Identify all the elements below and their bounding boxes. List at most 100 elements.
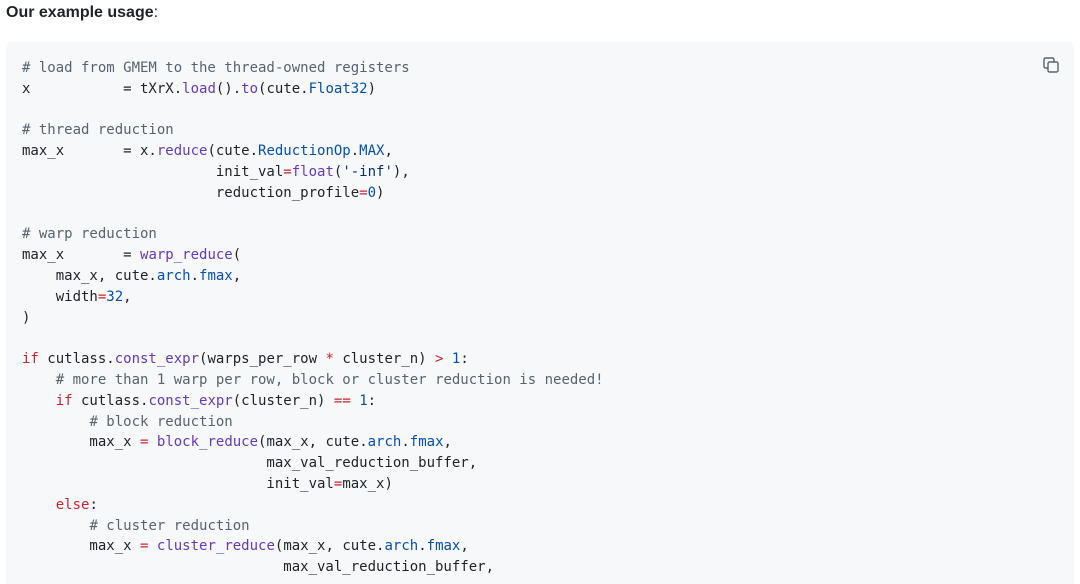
code-token: > — [435, 351, 444, 368]
code-token: , — [443, 434, 452, 451]
code-token: = — [359, 184, 368, 201]
code-token: const_expr — [148, 392, 233, 409]
code-token: fmax — [199, 267, 233, 284]
code-line: max_val_reduction_buffer, — [22, 453, 604, 474]
code-token: float — [291, 163, 334, 180]
code-token: (cute. — [207, 143, 259, 160]
code-line: max_x = warp_reduce( — [22, 245, 604, 266]
code-token: ( — [333, 163, 343, 180]
code-token — [22, 372, 56, 388]
heading-colon: : — [153, 4, 159, 21]
code-token: == — [333, 392, 351, 409]
code-token: arch — [367, 434, 402, 451]
code-token: init_val — [22, 163, 284, 180]
code-token: max_x, cute. — [22, 267, 157, 284]
code-line — [22, 204, 604, 225]
code-token: fmax — [426, 538, 461, 555]
code-line: max_x = block_reduce(max_x, cute.arch.fm… — [22, 432, 604, 453]
code-token: if — [55, 392, 73, 409]
code-token: (max_x, cute. — [274, 538, 385, 555]
code-line: if cutlass.const_expr(warps_per_row * cl… — [22, 349, 604, 370]
code-token: max_x) — [342, 475, 393, 492]
code-token: = — [333, 475, 343, 492]
code-token: ) — [22, 309, 31, 326]
code-line: # warp reduction — [22, 224, 604, 245]
code-token: block_reduce — [156, 434, 259, 451]
code-token: max_x — [22, 538, 141, 555]
code-line: # block reduction — [22, 412, 604, 433]
code-token: max_x = — [22, 247, 141, 264]
code-token: ), — [392, 163, 410, 180]
code-line: x = tXrX.load().to(cute.Float32) — [22, 79, 604, 100]
code-token: . — [418, 538, 427, 555]
code-token: # warp reduction — [22, 226, 157, 243]
code-token — [148, 538, 156, 554]
code-token — [22, 393, 56, 409]
code-token: . — [401, 434, 410, 451]
code-token: '-inf' — [342, 163, 393, 180]
code-token: (warps_per_row — [199, 351, 326, 368]
code-token: . — [350, 143, 360, 160]
code-line: max_x = x.reduce(cute.ReductionOp.MAX, — [22, 141, 604, 162]
code-token: * — [325, 351, 334, 368]
code-token — [351, 393, 359, 409]
code-token: cutlass. — [72, 392, 149, 409]
code-token: # load from GMEM to the thread-owned reg… — [22, 60, 410, 76]
code-token: ) — [367, 80, 377, 97]
code-token: arch — [384, 538, 419, 555]
code-block: # load from GMEM to the thread-owned reg… — [6, 42, 1074, 584]
copy-button[interactable] — [1040, 54, 1062, 76]
code-token: cluster_reduce — [156, 538, 275, 555]
code-token: = — [97, 288, 107, 305]
code-token — [148, 434, 156, 450]
code-token: reduction_profile — [22, 184, 360, 201]
code-token: ( — [232, 247, 242, 264]
code-token: MAX — [359, 143, 385, 160]
code-token: : — [460, 351, 469, 368]
code-token: Float32 — [308, 80, 368, 97]
code-token: load — [182, 80, 216, 97]
code-token: # thread reduction — [22, 122, 174, 139]
code-token: cluster_n) — [333, 351, 436, 368]
code-token: (cute. — [258, 80, 309, 97]
code-line — [22, 328, 604, 349]
code-token — [22, 414, 89, 430]
code-token: reduce — [156, 143, 208, 160]
code-token: 0 — [367, 184, 377, 201]
code-line: reduction_profile=0) — [22, 183, 604, 204]
code-line: ) — [22, 308, 604, 329]
code-line: width=32, — [22, 287, 604, 308]
code-token: cutlass. — [38, 351, 115, 368]
code-line: # thread reduction — [22, 120, 604, 141]
code-token: # block reduction — [89, 413, 233, 430]
code-token: (). — [215, 80, 242, 97]
code-token: if — [22, 351, 39, 368]
code-token: , — [384, 143, 393, 160]
code-token: 1 — [451, 351, 461, 368]
code-token: max_val_reduction_buffer, — [22, 455, 478, 472]
code-token: max_x = x. — [22, 143, 157, 160]
code-token: 32 — [106, 288, 124, 305]
code-token: max_x — [22, 434, 141, 451]
code-token: const_expr — [114, 351, 200, 368]
code-token: width — [22, 288, 98, 305]
code-token: = — [140, 434, 149, 451]
code-token: . — [190, 267, 200, 284]
code-token: else — [55, 496, 90, 513]
code-token: max_val_reduction_buffer, — [22, 559, 495, 576]
code-line: init_val=max_x) — [22, 474, 604, 495]
code-line: # cluster reduction — [22, 516, 604, 537]
code-line: if cutlass.const_expr(cluster_n) == 1: — [22, 391, 604, 412]
code-token: # cluster reduction — [89, 517, 250, 534]
code-token: = — [283, 163, 292, 180]
code-token: init_val — [22, 475, 334, 492]
code-content: # load from GMEM to the thread-owned reg… — [22, 58, 604, 578]
code-line: max_val_reduction_buffer, — [22, 557, 604, 578]
code-token: 1 — [359, 392, 368, 409]
code-token: to — [241, 80, 259, 97]
code-line: # more than 1 warp per row, block or clu… — [22, 370, 604, 391]
code-token: ) — [376, 184, 385, 201]
code-token: (cluster_n) — [232, 392, 334, 409]
code-token — [443, 351, 451, 367]
page-heading: Our example usage: — [6, 3, 158, 23]
